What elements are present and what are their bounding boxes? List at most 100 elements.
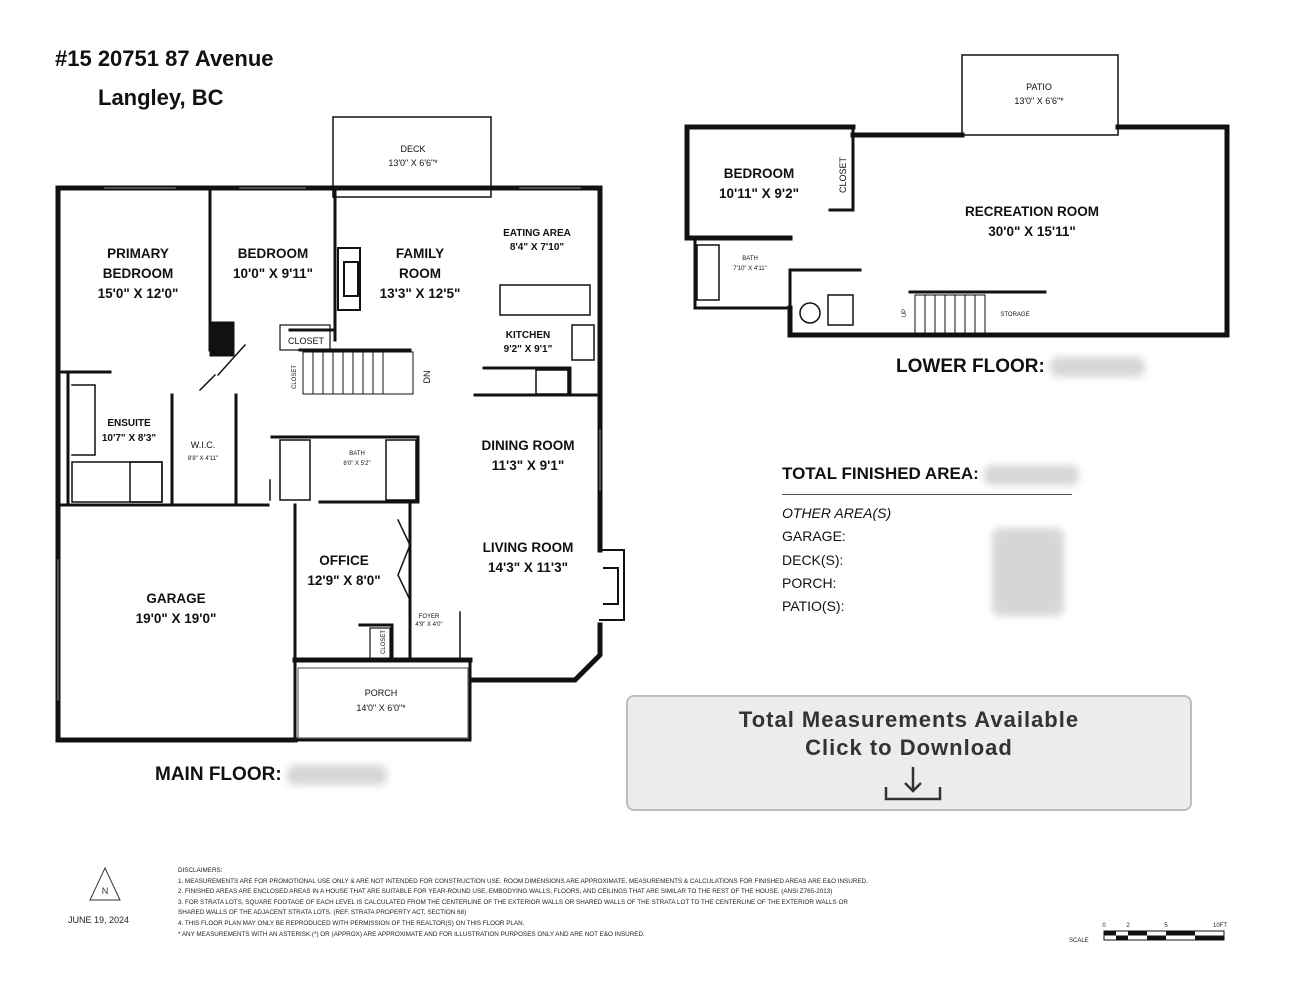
ensuite-dim: 10'7" X 8'3" (102, 433, 157, 444)
address-line2: Langley, BC (98, 85, 224, 110)
svg-text:0: 0 (1102, 923, 1106, 929)
kitchen-island (499, 284, 591, 316)
download-line2: Click to Download (805, 735, 1013, 760)
north-arrow-icon: N (89, 866, 121, 901)
patio-area-label: PATIO(S): (782, 598, 845, 614)
primary-bedroom-label-2: BEDROOM (103, 266, 174, 281)
plan-date: JUNE 19, 2024 (68, 915, 130, 925)
bath-shower (385, 439, 417, 501)
closet-label-3: CLOSET (381, 630, 387, 654)
living-room-dim: 14'3" X 11'3" (488, 560, 568, 575)
bath-dim: 8'0" X 5'2" (343, 461, 370, 467)
foyer-label: FOYER (419, 614, 440, 620)
deck-area-label: DECK(S): (782, 552, 844, 568)
download-button[interactable]: Total Measurements Available Click to Do… (626, 695, 1192, 811)
porch-dim: 14'0" X 6'0"* (356, 703, 406, 713)
totals-divider (782, 494, 1072, 495)
stairs-lower (914, 294, 986, 334)
laundry (279, 439, 311, 501)
lower-closet-label: CLOSET (838, 156, 848, 193)
lower-furnace (799, 302, 821, 324)
primary-bedroom-label-1: PRIMARY (107, 246, 169, 261)
storage-label: STORAGE (1000, 312, 1029, 318)
other-areas-blur (992, 528, 1064, 616)
chimney-block (209, 321, 235, 357)
address-line1: #15 20751 87 Avenue (55, 46, 274, 71)
lower-bedroom-label: BEDROOM (724, 166, 795, 181)
fireplace-living (599, 549, 625, 621)
kitchen-stove (535, 369, 569, 395)
deck-dim: 13'0" X 6'6"* (388, 158, 438, 168)
svg-text:N: N (102, 886, 109, 896)
kitchen-sink (571, 324, 595, 361)
main-floor-area-blur (286, 764, 387, 785)
download-icon (884, 767, 942, 801)
lower-floor-walls (684, 124, 1230, 338)
main-closet-2 (369, 627, 391, 661)
stairs-main (302, 351, 414, 395)
living-room-label: LIVING ROOM (483, 540, 574, 555)
deck-outline (332, 116, 492, 198)
eating-area-label: EATING AREA (503, 228, 571, 239)
wic-label: W.I.C. (191, 440, 216, 450)
family-room-dim: 13'3" X 12'5" (380, 286, 461, 301)
dn-label: DN (422, 371, 432, 384)
lower-bedroom-dim: 10'11" X 9'2" (719, 186, 799, 201)
kitchen-label: KITCHEN (506, 330, 550, 341)
porch-label: PORCH (365, 688, 398, 698)
eating-area-dim: 8'4" X 7'10" (510, 242, 565, 253)
up-label: UP (902, 309, 908, 317)
main-floor-label: MAIN FLOOR: (155, 764, 387, 786)
lower-tub (696, 244, 720, 301)
deck-label: DECK (400, 144, 425, 154)
ensuite-tub (71, 461, 163, 503)
office-dim: 12'9" X 8'0" (307, 573, 380, 588)
svg-text:SCALE: SCALE (1069, 938, 1089, 944)
garage-label: GARAGE (146, 591, 205, 606)
lower-floor-label: LOWER FLOOR: (896, 356, 1146, 378)
windows (57, 187, 601, 701)
patio-dim: 13'0" X 6'6"* (1014, 96, 1064, 106)
closet-label-2: CLOSET (292, 365, 298, 389)
ensuite-shower (129, 461, 163, 503)
main-floor-interior (56, 186, 602, 742)
family-room-label-1: FAMILY (396, 246, 444, 261)
lower-floor-area-blur (1050, 356, 1146, 377)
download-line1: Total Measurements Available (738, 707, 1080, 732)
lower-bath-dim: 7'10" X 4'11" (733, 266, 766, 272)
closet-label-1: CLOSET (288, 336, 325, 346)
svg-text:2: 2 (1126, 923, 1130, 929)
foyer-dim: 4'9" X 4'0" (415, 622, 442, 628)
fireplace-main (337, 247, 361, 311)
recreation-room-dim: 30'0" X 15'11" (988, 224, 1076, 239)
lower-laundry (827, 294, 854, 326)
kitchen-dim: 9'2" X 9'1" (504, 344, 553, 355)
office-label: OFFICE (319, 553, 369, 568)
svg-text:5: 5 (1164, 923, 1168, 929)
garage-area-label: GARAGE: (782, 528, 846, 544)
lower-floor-interior (693, 125, 1047, 310)
patio-outline (961, 54, 1119, 136)
total-finished-area: TOTAL FINISHED AREA: (782, 464, 1079, 485)
patio-label: PATIO (1026, 82, 1052, 92)
svg-text:10FT: 10FT (1213, 923, 1227, 929)
porch-area-label: PORCH: (782, 575, 837, 591)
bedroom-dim: 10'0" X 9'11" (233, 266, 313, 281)
primary-bedroom-dim: 15'0" X 12'0" (98, 286, 179, 301)
dining-room-dim: 11'3" X 9'1" (492, 458, 565, 473)
lower-bath-label: BATH (742, 256, 758, 262)
doors (198, 343, 461, 659)
recreation-room-label: RECREATION ROOM (965, 204, 1099, 219)
other-areas-heading: OTHER AREA(S) (782, 505, 892, 521)
total-area-blur (983, 464, 1079, 485)
garage-dim: 19'0" X 19'0" (136, 611, 217, 626)
bath-label: BATH (349, 451, 365, 457)
porch-outline (297, 667, 469, 739)
dining-room-label: DINING ROOM (482, 438, 575, 453)
ensuite-vanity (71, 384, 96, 456)
wic-dim: 8'8" X 4'11" (188, 456, 218, 462)
disclaimers: DISCLAIMERS: 1. MEASUREMENTS ARE FOR PRO… (178, 867, 868, 938)
main-closet-1 (279, 324, 331, 351)
ensuite-label: ENSUITE (107, 418, 151, 429)
